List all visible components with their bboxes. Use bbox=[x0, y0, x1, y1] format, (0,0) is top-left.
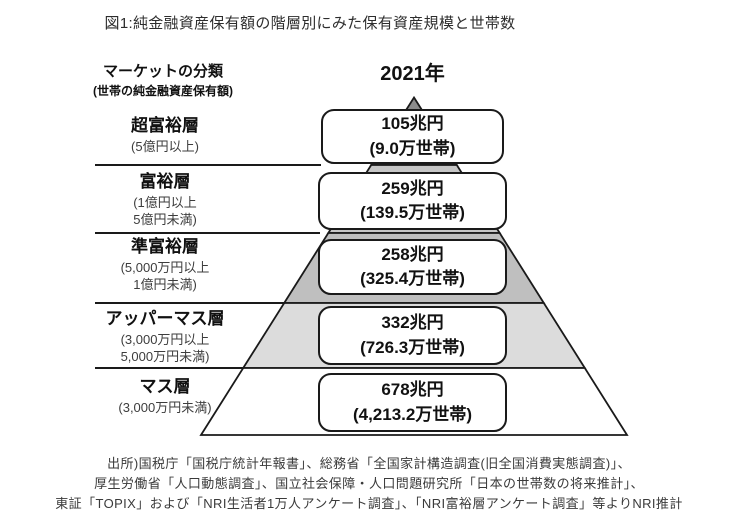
tier-1-households: (9.0万世帯) bbox=[369, 138, 456, 158]
tier-2-label: 富裕層 (1億円以上 5億円未満) bbox=[85, 171, 245, 228]
tier-3-value-box: 258兆円 (325.4万世帯) bbox=[318, 239, 507, 295]
tier-3-range: (5,000万円以上 1億円未満) bbox=[120, 260, 210, 292]
tier-2-assets: 259兆円 bbox=[381, 178, 444, 198]
tier-5-name: マス層 bbox=[139, 377, 191, 396]
tier-2-range: (1億円以上 5億円未満) bbox=[133, 195, 197, 227]
tier-4-households: (726.3万世帯) bbox=[360, 337, 465, 357]
tier-1-label: 超富裕層 (5億円以上) bbox=[85, 115, 245, 155]
tier-3-label: 準富裕層 (5,000万円以上 1億円未満) bbox=[85, 236, 245, 293]
market-classification-header: マーケットの分類 (世帯の純金融資産保有額) bbox=[68, 62, 258, 99]
tier-4-range: (3,000万円以上 5,000万円未満) bbox=[120, 332, 210, 364]
tier-4-name: アッパーマス層 bbox=[105, 309, 225, 328]
market-classification-label: マーケットの分類 bbox=[102, 63, 223, 80]
tier-5-range: (3,000万円未満) bbox=[118, 400, 212, 415]
tier-1-name: 超富裕層 bbox=[131, 116, 199, 135]
tier-5-households: (4,213.2万世帯) bbox=[352, 404, 473, 424]
tier-1-assets: 105兆円 bbox=[381, 114, 444, 134]
tier-4-value-box: 332兆円 (726.3万世帯) bbox=[318, 306, 507, 365]
tier-2-value-box: 259兆円 (139.5万世帯) bbox=[318, 172, 507, 230]
source-line-3: 東証「TOPIX」および「NRI生活者1万人アンケート調査」、「NRI富裕層アン… bbox=[55, 496, 683, 511]
tier-3-assets: 258兆円 bbox=[381, 244, 444, 264]
source-line-2: 厚生労働省「人口動態調査」、国立社会保障・人口問題研究所「日本の世帯数の将来推計… bbox=[94, 476, 644, 491]
tier-5-value-box: 678兆円 (4,213.2万世帯) bbox=[318, 373, 507, 432]
year-label: 2021年 bbox=[380, 63, 445, 85]
tier-4-label: アッパーマス層 (3,000万円以上 5,000万円未満) bbox=[85, 308, 245, 365]
tier-1-value-box: 105兆円 (9.0万世帯) bbox=[321, 109, 504, 164]
tier-2-households: (139.5万世帯) bbox=[360, 203, 465, 222]
tier-1-range: (5億円以上) bbox=[131, 139, 199, 154]
source-line-1: 出所)国税庁「国税庁統計年報書」、総務省「全国家計構造調査(旧全国消費実態調査)… bbox=[107, 456, 631, 471]
tier-4-assets: 332兆円 bbox=[381, 313, 444, 333]
tier-2-name: 富裕層 bbox=[139, 172, 191, 191]
source-note: 出所)国税庁「国税庁統計年報書」、総務省「全国家計構造調査(旧全国消費実態調査)… bbox=[10, 454, 728, 514]
market-classification-sublabel: (世帯の純金融資産保有額) bbox=[93, 84, 233, 98]
figure-title: 図1:純金融資産保有額の階層別にみた保有資産規模と世帯数 bbox=[104, 15, 516, 32]
tier-5-label: マス層 (3,000万円未満) bbox=[85, 376, 245, 416]
tier-3-households: (325.4万世帯) bbox=[360, 269, 465, 288]
tier-5-assets: 678兆円 bbox=[381, 380, 444, 400]
tier-3-name: 準富裕層 bbox=[131, 237, 199, 256]
